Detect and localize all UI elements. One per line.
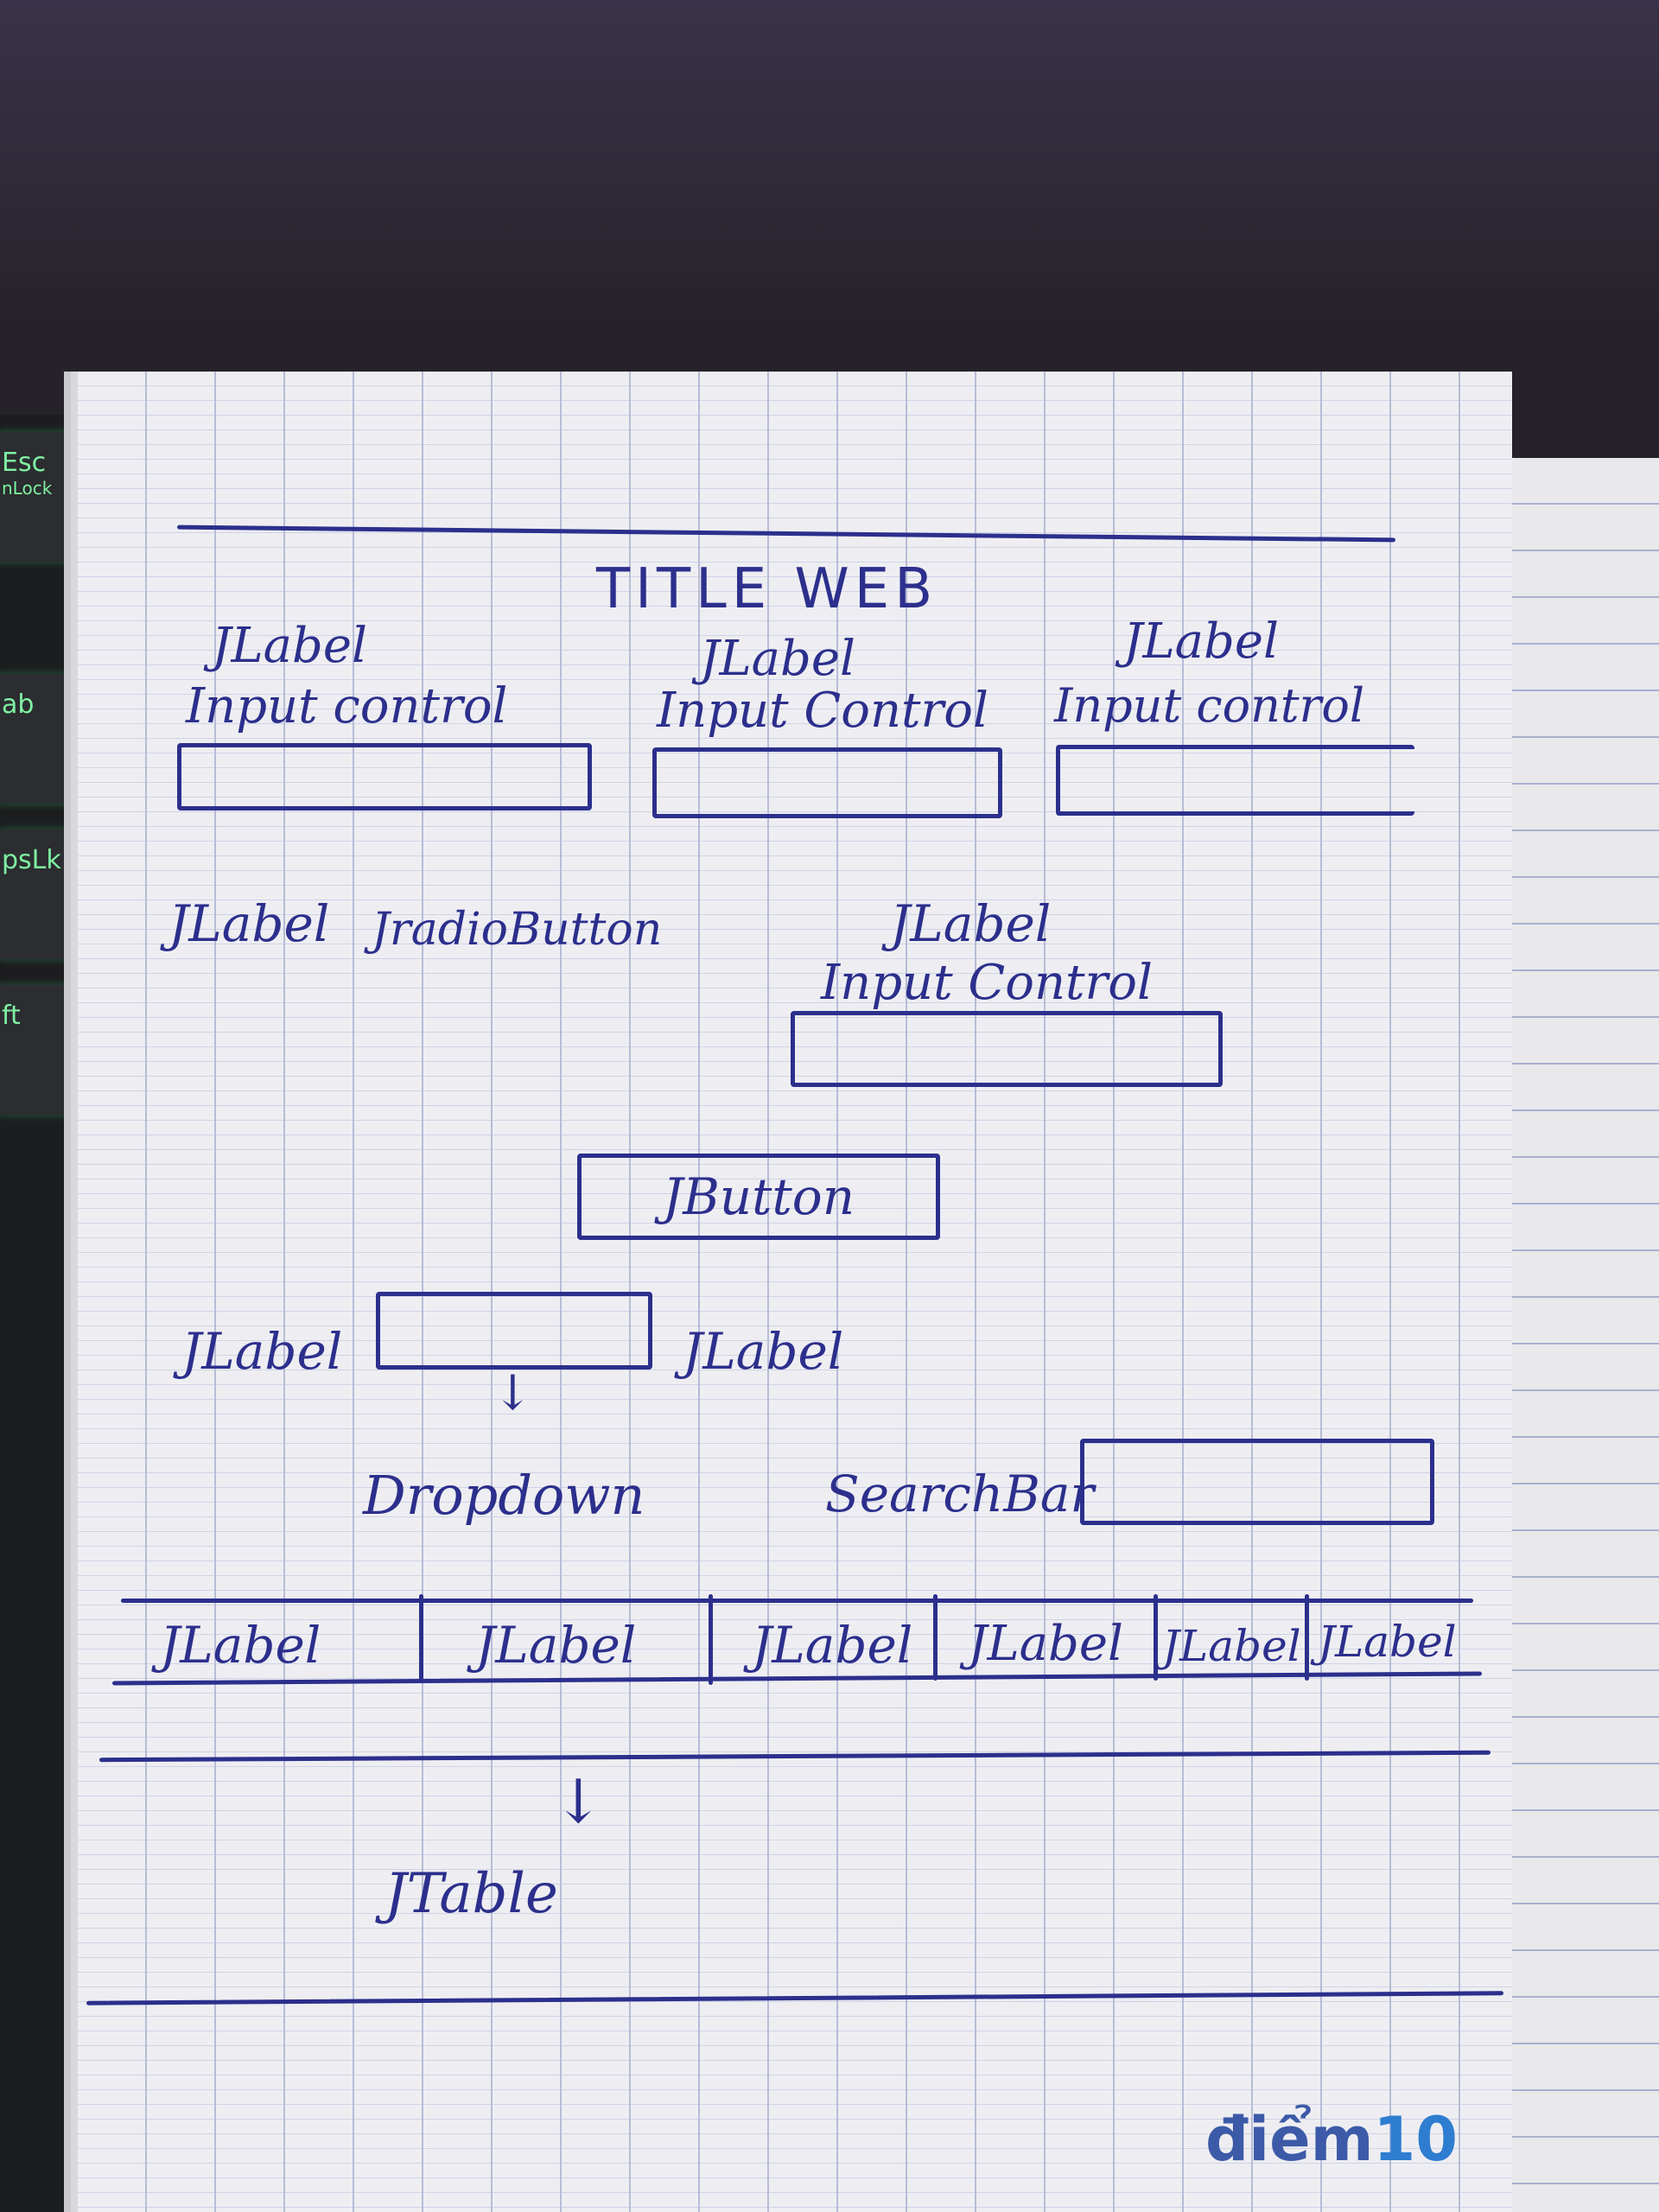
- header-divider: [1154, 1594, 1158, 1681]
- row1-input-2[interactable]: [652, 747, 1002, 818]
- table-header-label-6: JLabel: [1318, 1617, 1457, 1667]
- table-header-label-5: JLabel: [1162, 1621, 1301, 1671]
- row1-input-3[interactable]: [1056, 745, 1414, 816]
- logo-word: điểm: [1205, 2104, 1374, 2175]
- search-input[interactable]: [1080, 1439, 1434, 1525]
- key-esc-sublabel: nLock: [2, 478, 53, 499]
- key-esc-label: Esc: [2, 448, 47, 478]
- row1-label-3: JLabel: [1123, 613, 1279, 670]
- key-capslock-label: psLk: [2, 845, 61, 875]
- header-divider: [709, 1594, 713, 1685]
- key-tab-label: ab: [2, 690, 35, 720]
- header-divider: [419, 1594, 423, 1681]
- dropdown[interactable]: [376, 1292, 652, 1370]
- desk-background: [0, 0, 1659, 328]
- row1-control-caption-1: Input control: [186, 678, 508, 734]
- title-web: TITLE WEB: [596, 557, 938, 621]
- table-arrow-icon: ↓: [553, 1766, 604, 1837]
- notebook-brand-logo: điểm10: [1205, 2104, 1458, 2175]
- dropdown-caption: Dropdown: [363, 1464, 645, 1527]
- notebook-left-page: [78, 372, 1512, 2212]
- table-header-label-1: JLabel: [160, 1616, 321, 1675]
- header-top-rule: [121, 1599, 1473, 1603]
- row2-input[interactable]: [791, 1011, 1223, 1087]
- row2-control-caption: Input Control: [821, 955, 1153, 1011]
- row2-left-label: JLabel: [168, 894, 330, 953]
- table-header-label-2: JLabel: [475, 1616, 637, 1675]
- key-shift-label: ft: [2, 1001, 21, 1031]
- dropdown-right-label: JLabel: [683, 1322, 844, 1381]
- searchbar-label: SearchBar: [825, 1465, 1095, 1523]
- radio-button[interactable]: JradioButton: [372, 904, 663, 956]
- row1-label-2: JLabel: [700, 631, 855, 687]
- dropdown-left-label: JLabel: [181, 1322, 343, 1381]
- row1-input-1[interactable]: [177, 743, 592, 810]
- table-caption: JTable: [385, 1862, 558, 1926]
- table-header-label-4: JLabel: [968, 1616, 1123, 1672]
- header-divider: [933, 1594, 938, 1681]
- jbutton[interactable]: JButton: [577, 1154, 940, 1240]
- row2-right-label: JLabel: [890, 894, 1052, 953]
- row1-control-caption-3: Input control: [1054, 678, 1365, 733]
- jbutton-label: JButton: [662, 1167, 855, 1226]
- logo-number: 10: [1373, 2104, 1458, 2175]
- row1-control-caption-2: Input Control: [657, 683, 988, 739]
- header-divider: [1305, 1594, 1309, 1681]
- table-header-label-3: JLabel: [752, 1616, 913, 1675]
- dropdown-arrow-icon: ↓: [493, 1365, 533, 1421]
- row1-label-1: JLabel: [212, 618, 367, 674]
